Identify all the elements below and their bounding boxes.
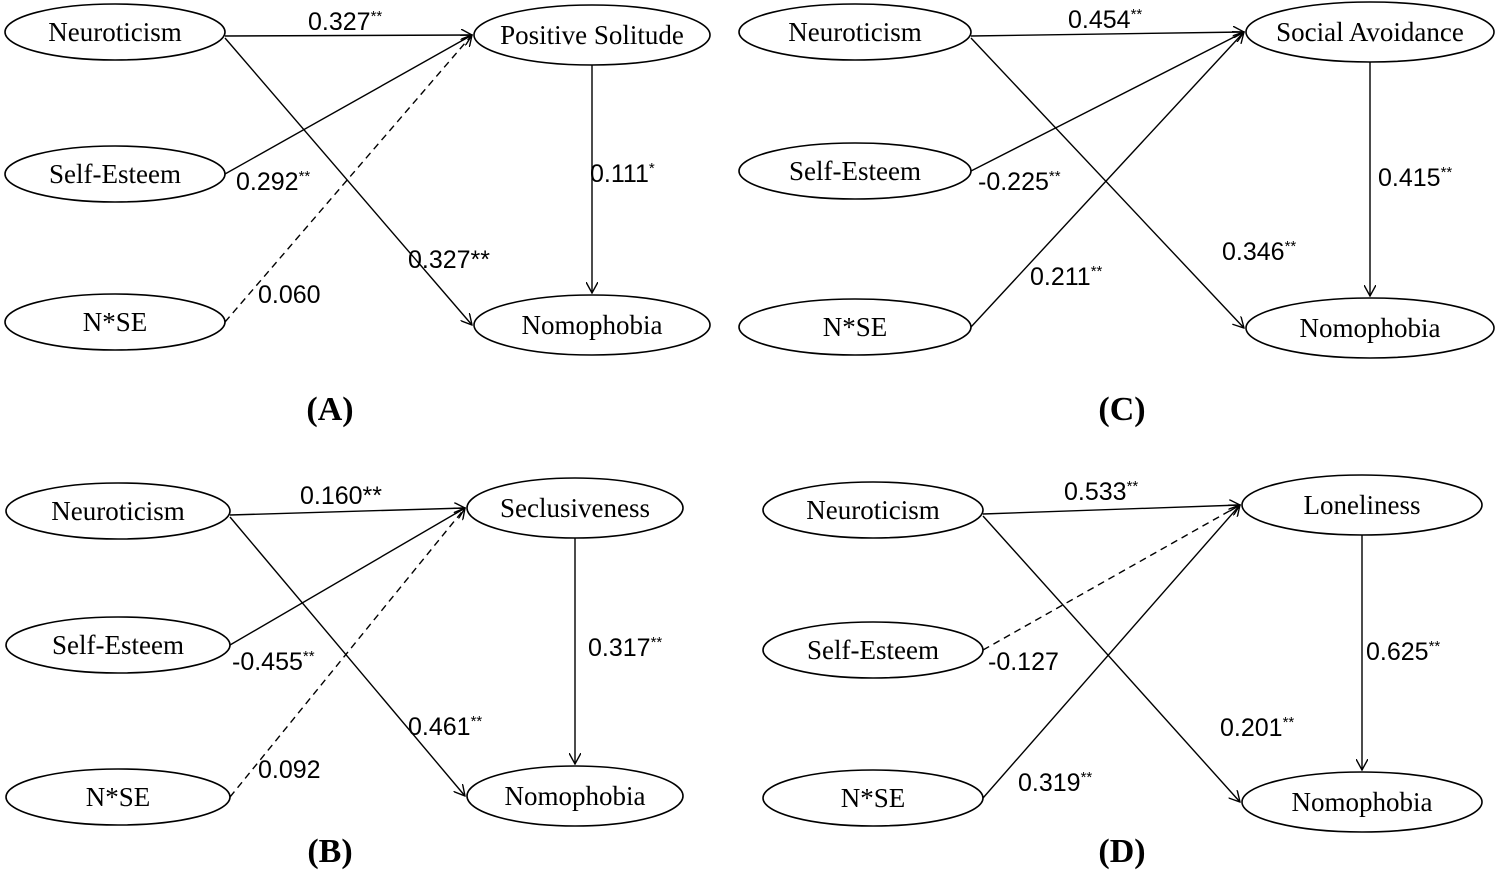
panel-c-mediator-ellipse bbox=[1245, 1, 1495, 63]
panel-c-neuroticism-label: Neuroticism bbox=[788, 17, 921, 47]
panel-b-self-esteem-ellipse bbox=[5, 616, 231, 674]
panel-c-outcome-ellipse bbox=[1245, 297, 1495, 359]
panel-b-outcome-label: Nomophobia bbox=[505, 781, 646, 811]
panel-c-self-esteem-ellipse bbox=[738, 142, 972, 200]
panel-b-path-n-to-y bbox=[229, 516, 465, 796]
panel-d-interaction-label: N*SE bbox=[841, 783, 906, 813]
panel-a-coef-n-to-y: 0.327** bbox=[408, 246, 490, 274]
panel-a-label: (A) bbox=[306, 391, 353, 428]
panel-d-coef-se-to-m: -0.127 bbox=[988, 648, 1059, 676]
panel-d-mediator-ellipse bbox=[1241, 474, 1483, 536]
panel-b-coef-m-to-y: 0.317** bbox=[588, 634, 662, 662]
panel-a-path-se-to-m bbox=[224, 35, 472, 175]
panel-a-outcome-label: Nomophobia bbox=[522, 310, 663, 340]
panel-d-path-nse-to-m bbox=[982, 505, 1240, 799]
panel-a-outcome-ellipse bbox=[473, 294, 711, 356]
panel-c-interaction-ellipse bbox=[738, 298, 972, 356]
panel-d-path-n-to-m bbox=[982, 505, 1240, 515]
panel-a-mediator-ellipse bbox=[473, 4, 711, 66]
panel-d-self-esteem-label: Self-Esteem bbox=[807, 635, 939, 665]
panel-a-neuroticism-ellipse bbox=[4, 3, 226, 61]
panel-c-path-n-to-y bbox=[970, 37, 1244, 328]
panel-b-label: (B) bbox=[307, 833, 352, 870]
panel-a-neuroticism-label: Neuroticism bbox=[48, 17, 181, 47]
panel-b-coef-se-to-m: -0.455** bbox=[232, 648, 315, 676]
panel-d-coef-n-to-y: 0.201** bbox=[1220, 714, 1294, 742]
panel-c-outcome-label: Nomophobia bbox=[1300, 313, 1441, 343]
panel-a-path-n-to-m bbox=[224, 35, 472, 36]
panel-a-path-nse-to-m bbox=[224, 35, 472, 323]
panel-d-coef-m-to-y: 0.625** bbox=[1366, 638, 1440, 666]
panel-c-path-n-to-m bbox=[970, 32, 1244, 36]
panel-a-coef-se-to-m: 0.292** bbox=[236, 168, 310, 196]
panel-c-path-nse-to-m bbox=[970, 32, 1244, 328]
panel-a-path-n-to-y bbox=[224, 37, 472, 325]
panel-b-coef-n-to-m: 0.160** bbox=[300, 482, 382, 510]
panel-c-mediator-label: Social Avoidance bbox=[1276, 17, 1464, 47]
panel-d-neuroticism-label: Neuroticism bbox=[806, 495, 939, 525]
panel-d-path-se-to-m bbox=[982, 505, 1240, 651]
panel-a-coef-n-to-m: 0.327** bbox=[308, 8, 382, 36]
panel-d-outcome-label: Nomophobia bbox=[1292, 787, 1433, 817]
panel-b-coef-n-to-y: 0.461** bbox=[408, 713, 482, 741]
panel-b-mediator-label: Seclusiveness bbox=[500, 493, 650, 523]
panel-d-interaction-ellipse bbox=[762, 769, 984, 827]
panel-c-coef-nse-to-m: 0.211** bbox=[1030, 263, 1103, 291]
panel-d-mediator-label: Loneliness bbox=[1304, 490, 1421, 520]
panel-d-coef-n-to-m: 0.533** bbox=[1064, 478, 1138, 506]
panel-c-coef-n-to-m: 0.454** bbox=[1068, 6, 1142, 34]
panel-b-path-nse-to-m bbox=[229, 508, 465, 798]
panel-c-coef-n-to-y: 0.346** bbox=[1222, 238, 1296, 266]
panel-d-self-esteem-ellipse bbox=[762, 621, 984, 679]
panel-d-path-n-to-y bbox=[982, 515, 1240, 802]
panel-b-interaction-label: N*SE bbox=[86, 782, 151, 812]
panel-a-self-esteem-ellipse bbox=[4, 145, 226, 203]
panel-b-outcome-ellipse bbox=[466, 765, 684, 827]
panel-d-outcome-ellipse bbox=[1241, 771, 1483, 833]
panel-a-coef-nse-to-m: 0.060 bbox=[258, 281, 321, 309]
panel-c-coef-se-to-m: -0.225** bbox=[978, 168, 1061, 196]
panel-b-path-se-to-m bbox=[229, 508, 465, 646]
panel-c-label: (C) bbox=[1098, 391, 1145, 428]
panel-c-path-se-to-m bbox=[970, 32, 1244, 172]
panel-b-path-n-to-m bbox=[229, 508, 465, 516]
panel-a-interaction-ellipse bbox=[4, 293, 226, 351]
panel-d-coef-nse-to-m: 0.319** bbox=[1018, 769, 1092, 797]
panel-d-neuroticism-ellipse bbox=[762, 481, 984, 539]
panel-b-self-esteem-label: Self-Esteem bbox=[52, 630, 184, 660]
panel-c-interaction-label: N*SE bbox=[823, 312, 888, 342]
panel-b-mediator-ellipse bbox=[466, 477, 684, 539]
panel-a-mediator-label: Positive Solitude bbox=[500, 20, 684, 50]
panel-a-interaction-label: N*SE bbox=[83, 307, 148, 337]
panel-b-neuroticism-label: Neuroticism bbox=[51, 496, 184, 526]
panel-c-neuroticism-ellipse bbox=[738, 3, 972, 61]
panel-b-interaction-ellipse bbox=[5, 768, 231, 826]
panel-c-coef-m-to-y: 0.415** bbox=[1378, 164, 1452, 192]
panel-c-self-esteem-label: Self-Esteem bbox=[789, 156, 921, 186]
panel-a-coef-m-to-y: 0.111* bbox=[590, 160, 655, 188]
panel-b-coef-nse-to-m: 0.092 bbox=[258, 756, 321, 784]
panel-b-neuroticism-ellipse bbox=[5, 482, 231, 540]
panel-a-self-esteem-label: Self-Esteem bbox=[49, 159, 181, 189]
panel-d-label: (D) bbox=[1098, 833, 1145, 870]
